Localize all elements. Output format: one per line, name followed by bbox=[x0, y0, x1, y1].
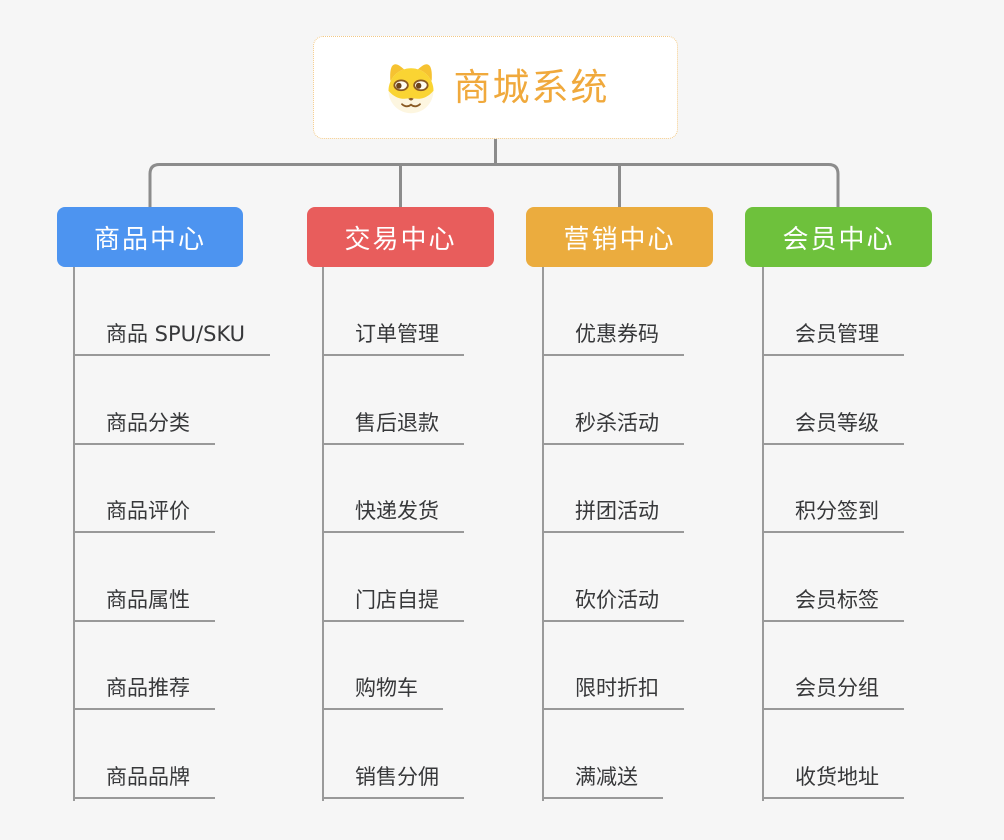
leaf-node[interactable]: 限时折扣 bbox=[542, 673, 684, 711]
root-title: 商城系统 bbox=[453, 66, 610, 109]
leaf-node[interactable]: 商品评价 bbox=[73, 496, 215, 534]
leaf-node[interactable]: 会员标签 bbox=[762, 585, 904, 622]
root-node[interactable]: 商城系统 bbox=[313, 36, 678, 139]
leaf-node[interactable]: 售后退款 bbox=[322, 408, 464, 445]
leaf-node[interactable]: 销售分佣 bbox=[322, 762, 464, 799]
leaf-node[interactable]: 快递发货 bbox=[322, 496, 464, 534]
leaf-node[interactable]: 拼团活动 bbox=[542, 496, 684, 534]
branch-trunk-line bbox=[322, 267, 324, 801]
branch-trunk-line bbox=[762, 267, 764, 801]
leaf-node[interactable]: 积分签到 bbox=[762, 496, 904, 534]
leaf-node[interactable]: 收货地址 bbox=[762, 762, 904, 799]
branch-trunk-line bbox=[73, 267, 75, 801]
leaf-node[interactable]: 商品属性 bbox=[73, 585, 215, 622]
leaf-node[interactable]: 门店自提 bbox=[322, 585, 464, 622]
leaf-node[interactable]: 商品品牌 bbox=[73, 762, 215, 799]
shiba-dog-icon bbox=[388, 63, 433, 113]
leaf-node[interactable]: 砍价活动 bbox=[542, 585, 684, 622]
leaf-node[interactable]: 商品 SPU/SKU bbox=[73, 319, 271, 356]
leaf-node[interactable]: 会员管理 bbox=[762, 319, 904, 356]
leaf-node[interactable]: 优惠券码 bbox=[542, 319, 684, 356]
branch-bus-line bbox=[148, 163, 840, 207]
leaf-node[interactable]: 会员等级 bbox=[762, 408, 904, 445]
leaf-node[interactable]: 订单管理 bbox=[322, 319, 464, 356]
branch-node[interactable]: 商品中心 bbox=[57, 207, 243, 267]
leaf-node[interactable]: 商品分类 bbox=[73, 408, 215, 445]
branch-node[interactable]: 交易中心 bbox=[307, 207, 494, 267]
leaf-node[interactable]: 满减送 bbox=[542, 762, 663, 799]
leaf-node[interactable]: 会员分组 bbox=[762, 673, 904, 711]
leaf-node[interactable]: 购物车 bbox=[322, 673, 443, 711]
branch-node[interactable]: 会员中心 bbox=[745, 207, 932, 267]
leaf-node[interactable]: 商品推荐 bbox=[73, 673, 215, 711]
branch-trunk-line bbox=[542, 267, 544, 801]
branch-node[interactable]: 营销中心 bbox=[526, 207, 713, 267]
leaf-node[interactable]: 秒杀活动 bbox=[542, 408, 684, 445]
